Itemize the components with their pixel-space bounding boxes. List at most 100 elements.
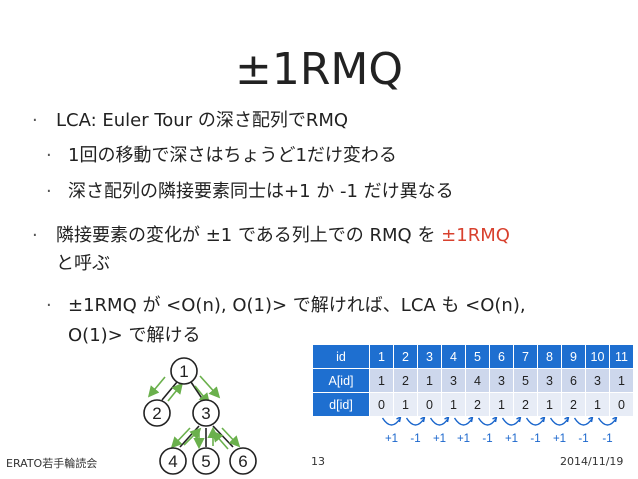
table-cell: 0	[417, 392, 442, 417]
table-cell: 1	[585, 392, 610, 417]
bullet-dot: ·	[32, 225, 38, 246]
euler-arrow	[211, 430, 229, 450]
diff-label: -1	[578, 433, 589, 445]
footer-left: ERATO若手輪読会	[6, 457, 98, 470]
table-cell: 1	[609, 368, 634, 393]
diff-label: -1	[602, 433, 613, 445]
table-cell: 10	[585, 344, 610, 369]
bullet-2-1-line2: O(1)> で解ける	[68, 325, 201, 346]
tree-node-label: 1	[179, 362, 188, 381]
table-cell: 2	[465, 392, 490, 417]
diff-arrow-head	[492, 415, 498, 423]
diff-arrow-head	[588, 415, 594, 423]
table-cell: 5	[513, 368, 538, 393]
table-cell: 8	[537, 344, 562, 369]
tree-node-label: 6	[238, 452, 247, 471]
table-cell: 1	[369, 368, 394, 393]
diff-arrow	[597, 417, 618, 426]
euler-arrow	[167, 382, 184, 402]
table-cell: 2	[393, 368, 418, 393]
tree-node-label: 4	[168, 452, 177, 471]
euler-arrow	[221, 427, 241, 448]
bullet-2-1: ±1RMQ が <O(n), O(1)> で解ければ、LCA も <O(n),	[68, 295, 526, 316]
tree-node-label: 3	[201, 404, 210, 423]
table-cell: 3	[441, 368, 466, 393]
tree-node	[143, 399, 171, 427]
table-cell: 3	[489, 368, 514, 393]
table-cell: 0	[609, 392, 634, 417]
tree-node	[192, 447, 220, 475]
bullet-1-1: 1回の移動で深さはちょうど1だけ変わる	[68, 145, 397, 166]
diff-arrow-head	[396, 415, 402, 423]
tree-edge	[161, 381, 178, 401]
table-cell: 9	[561, 344, 586, 369]
euler-arrow	[199, 375, 221, 399]
bullet-dot: ·	[32, 110, 38, 131]
table-cell: 4	[465, 368, 490, 393]
table-cell: 2	[513, 392, 538, 417]
bullet-1: LCA: Euler Tour の深さ配列でRMQ	[56, 110, 349, 131]
table-cell: 3	[537, 368, 562, 393]
diff-arrow-head	[516, 415, 522, 423]
diff-arrow	[405, 417, 426, 426]
bullet-dot: ·	[46, 181, 52, 202]
diff-arrow-head	[540, 415, 546, 423]
euler-arrow	[183, 427, 202, 446]
table-cell: 5	[465, 344, 490, 369]
table-cell: 6	[561, 368, 586, 393]
bullet-2-accent: ±1RMQ	[441, 225, 510, 246]
table-cell: 1	[369, 344, 394, 369]
tree-node-label: 2	[152, 404, 161, 423]
diff-arrow	[429, 417, 450, 426]
table-cell: 4	[441, 344, 466, 369]
table-cell: 1	[417, 368, 442, 393]
diff-arrow-head	[468, 415, 474, 423]
diff-arrow	[453, 417, 474, 426]
diff-label: -1	[530, 433, 541, 445]
tree-node	[159, 447, 187, 475]
bullet-dot: ·	[46, 145, 52, 166]
bullet-1-2: 深さ配列の隣接要素同士は+1 か -1 だけ異なる	[68, 181, 454, 202]
diff-arrow-head	[612, 415, 618, 423]
table-cell: 3	[417, 344, 442, 369]
diff-label: +1	[432, 433, 447, 445]
bullet-2-line2: と呼ぶ	[56, 253, 110, 274]
bullet-2-text: 隣接要素の変化が ±1 である列上での RMQ を	[56, 225, 442, 246]
diff-arrow	[501, 417, 522, 426]
slide-title: ±1RMQ	[234, 44, 404, 95]
diff-arrow-head	[420, 415, 426, 423]
diff-arrow-head	[564, 415, 570, 423]
footer-date: 2014/11/19	[560, 455, 624, 468]
diff-arrow-head	[444, 415, 450, 423]
table-cell: 0	[369, 392, 394, 417]
diff-arrow	[549, 417, 570, 426]
euler-arrow	[170, 427, 191, 449]
diff-label: -1	[410, 433, 421, 445]
diff-label: +1	[456, 433, 471, 445]
table-cell: 11	[609, 344, 634, 369]
diff-label: +1	[552, 433, 567, 445]
tree-node	[170, 357, 198, 385]
table-cell: 2	[561, 392, 586, 417]
diff-arrow	[477, 417, 498, 426]
diff-arrow	[525, 417, 546, 426]
table-cell: 1	[441, 392, 466, 417]
diff-label: +1	[504, 433, 519, 445]
tree-node	[229, 447, 257, 475]
table-row-header: d[id]	[312, 392, 370, 417]
euler-arrow	[147, 376, 166, 398]
tree-edge	[190, 381, 204, 401]
bullet-dot: ·	[46, 295, 52, 316]
table-cell: 1	[537, 392, 562, 417]
table-cell: 7	[513, 344, 538, 369]
page-number: 13	[311, 455, 325, 468]
table-cell: 2	[393, 344, 418, 369]
diff-arrow	[381, 417, 402, 426]
table-row-header: A[id]	[312, 368, 370, 393]
bullet-2: 隣接要素の変化が ±1 である列上での RMQ を ±1RMQ	[56, 223, 510, 248]
table-cell: 6	[489, 344, 514, 369]
